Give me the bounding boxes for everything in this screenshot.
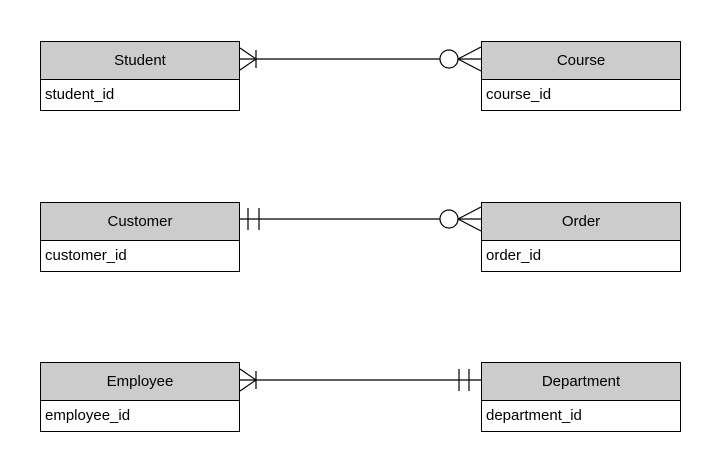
relationship-employee-department xyxy=(239,368,481,392)
crow-foot-icon xyxy=(457,46,482,60)
entity-department-attribute: department_id xyxy=(486,407,582,424)
entity-student: Student student_id xyxy=(40,41,240,111)
entity-customer-body: customer_id xyxy=(41,241,239,271)
entity-customer-title: Customer xyxy=(41,203,239,241)
entity-order-title: Order xyxy=(482,203,680,241)
entity-order-attribute: order_id xyxy=(486,247,542,264)
entity-employee-body: employee_id xyxy=(41,401,239,431)
entity-customer: Customer customer_id xyxy=(40,202,240,272)
crow-foot-icon xyxy=(457,58,482,72)
entity-department-body: department_id xyxy=(482,401,680,431)
relationship-customer-order xyxy=(240,206,482,232)
entity-employee-title: Employee xyxy=(41,363,239,401)
crow-foot-icon xyxy=(239,379,257,392)
entity-course-attribute: course_id xyxy=(486,86,552,103)
entity-employee-attribute: employee_id xyxy=(45,407,131,424)
cardinality-zero-circle-icon xyxy=(439,209,459,229)
crow-foot-icon xyxy=(457,206,482,220)
entity-course-body: course_id xyxy=(482,80,680,110)
crow-foot-icon xyxy=(239,58,257,71)
entity-department-title: Department xyxy=(482,363,680,401)
cardinality-zero-circle-icon xyxy=(439,49,459,69)
entity-student-attribute: student_id xyxy=(45,86,115,103)
entity-course: Course course_id xyxy=(481,41,681,111)
crow-foot-icon xyxy=(457,218,482,232)
crow-foot-icon xyxy=(239,368,257,381)
entity-student-title: Student xyxy=(41,42,239,80)
entity-student-body: student_id xyxy=(41,80,239,110)
entity-employee: Employee employee_id xyxy=(40,362,240,432)
entity-order-body: order_id xyxy=(482,241,680,271)
entity-department: Department department_id xyxy=(481,362,681,432)
relationship-student-course xyxy=(239,46,482,72)
crow-foot-icon xyxy=(239,47,257,60)
entity-customer-attribute: customer_id xyxy=(45,247,127,264)
entity-order: Order order_id xyxy=(481,202,681,272)
entity-course-title: Course xyxy=(482,42,680,80)
